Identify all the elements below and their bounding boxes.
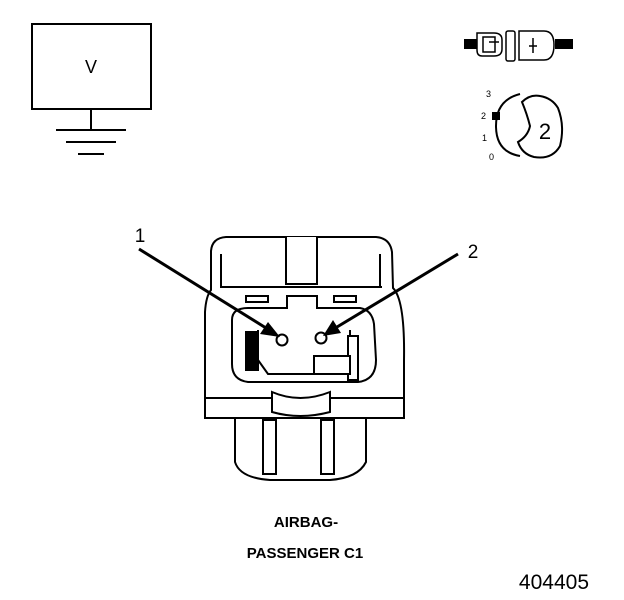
key-position-2: 2 xyxy=(481,111,486,121)
lock-slot-left xyxy=(245,295,269,303)
connector-disconnect-icon xyxy=(464,30,573,62)
figure-number: 404405 xyxy=(519,571,589,594)
key-cylinder xyxy=(494,93,521,157)
key-position-0: 0 xyxy=(489,152,494,162)
key-position-3: 3 xyxy=(486,89,491,99)
voltmeter-symbol: V xyxy=(31,23,152,155)
bottom-latch xyxy=(271,390,331,417)
terminal-block-left xyxy=(245,331,259,371)
lock-slot-right xyxy=(333,295,357,303)
latch-tab xyxy=(285,237,318,285)
pin-2-arrowhead xyxy=(323,320,341,336)
ignition-key-icon: 3 2 1 0 2 xyxy=(481,89,564,162)
plug-slot-right xyxy=(320,419,335,475)
key-position-marker xyxy=(492,112,500,120)
voltmeter-label: V xyxy=(85,57,97,77)
plug-slot-left xyxy=(262,419,277,475)
pin-2-callout: 2 xyxy=(323,242,478,336)
pin-1-label: 1 xyxy=(135,226,146,247)
pin-1-callout: 1 xyxy=(135,226,280,337)
terminal-1 xyxy=(275,333,289,347)
pin-1-arrowhead xyxy=(260,322,280,337)
key-selected-position: 2 xyxy=(539,119,551,144)
key-position-1: 1 xyxy=(482,133,487,143)
key-head xyxy=(516,94,564,159)
airbag-connector-face xyxy=(204,236,406,481)
connector-title-line1: AIRBAG- xyxy=(274,514,338,531)
connector-title-line2: PASSENGER C1 xyxy=(247,545,363,562)
connector-plug-body xyxy=(234,417,367,481)
terminal-key xyxy=(313,355,351,375)
pin-2-label: 2 xyxy=(468,242,479,263)
